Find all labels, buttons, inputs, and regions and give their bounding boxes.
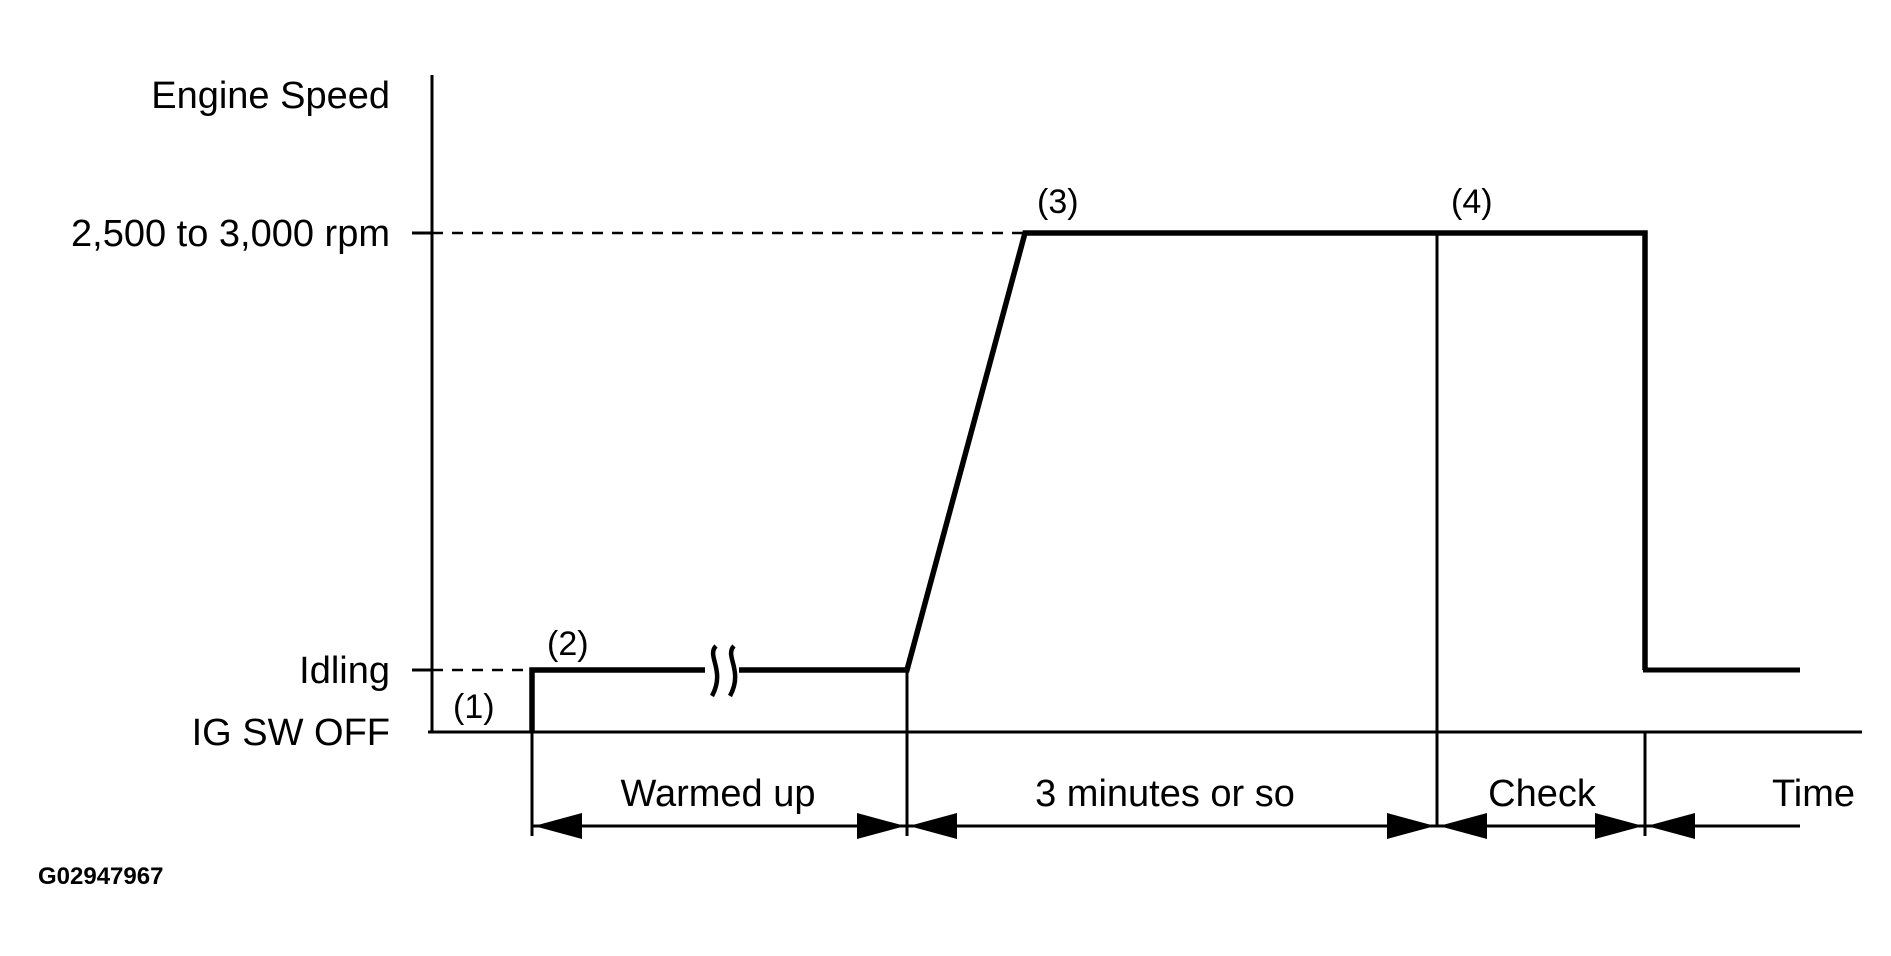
level-off-label: IG SW OFF	[192, 712, 390, 754]
step-3-label: (3)	[1037, 183, 1079, 221]
step-4-label: (4)	[1451, 183, 1493, 221]
arrow-three-min-left	[909, 813, 957, 839]
step-2-label: (2)	[547, 625, 589, 663]
level-high-label: 2,500 to 3,000 rpm	[71, 213, 390, 255]
arrow-warm-left	[534, 813, 582, 839]
arrow-three-min-right	[1387, 813, 1435, 839]
arrow-warm-right	[857, 813, 905, 839]
arrow-check-left	[1439, 813, 1487, 839]
figure-id: G02947967	[38, 863, 163, 890]
engine-speed-trace	[529, 230, 1648, 732]
step-1-label: (1)	[453, 688, 495, 726]
level-idle-label: Idling	[299, 650, 390, 692]
break-symbol	[709, 644, 738, 698]
y-axis-title: Engine Speed	[151, 75, 390, 117]
span-warm-label: Warmed up	[621, 773, 816, 815]
span-check-label: Check	[1488, 773, 1597, 815]
span-time-label: Time	[1772, 773, 1855, 815]
arrow-check-right	[1595, 813, 1643, 839]
arrow-time-left	[1647, 813, 1695, 839]
span-three-min-label: 3 minutes or so	[1035, 773, 1295, 815]
